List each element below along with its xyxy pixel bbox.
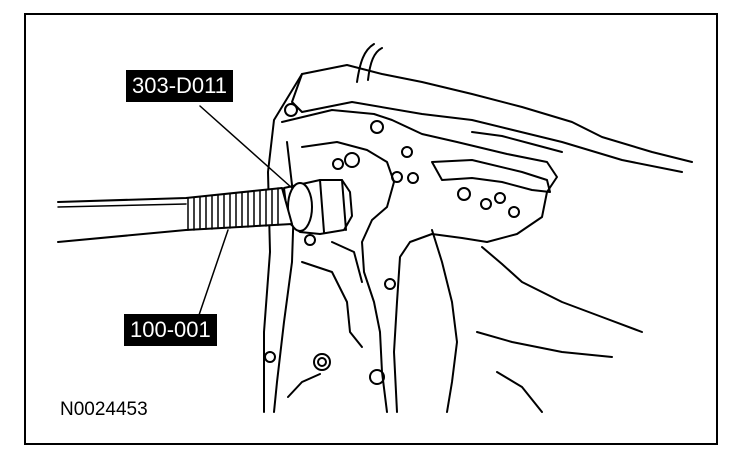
transmission-case-illustration: [57, 43, 693, 413]
socket-edge-2: [341, 179, 347, 231]
bolt-hole: [480, 198, 492, 210]
leader-line-top: [199, 105, 293, 189]
cavity-line-3: [287, 373, 321, 398]
bolt-hole: [370, 120, 384, 134]
illustration-frame: 303-D011 100-001 N0024453: [24, 13, 718, 445]
bolt-hole: [494, 192, 506, 204]
case-outline: [263, 64, 693, 413]
figure-id: N0024453: [60, 399, 148, 420]
extension-bar: [57, 187, 293, 243]
bolt-hole: [332, 158, 344, 170]
cavity-line-2: [331, 241, 363, 283]
case-channel-2: [471, 131, 563, 153]
bar-knurling: [187, 187, 279, 231]
case-channel: [431, 159, 551, 193]
bolt-hole: [344, 152, 360, 168]
bolt-hole-inner: [317, 357, 327, 367]
bolt-hole: [391, 171, 403, 183]
case-channel-5: [476, 331, 613, 358]
gasket-left-edge: [273, 141, 295, 413]
hose-line: [356, 43, 375, 83]
cavity-line: [301, 261, 363, 348]
case-channel-3: [431, 229, 458, 413]
socket-edge: [319, 179, 325, 233]
bolt-hole: [313, 353, 331, 371]
bolt-hole: [401, 146, 413, 158]
bolt-hole: [284, 103, 298, 117]
leader-line-bottom: [197, 229, 229, 319]
bolt-hole: [369, 369, 385, 385]
case-channel-4: [481, 246, 643, 333]
bolt-hole: [457, 187, 471, 201]
hose-line-2: [367, 47, 383, 81]
bolt-hole: [264, 351, 276, 363]
case-channel-6: [496, 371, 543, 413]
tool-callout-top: 303-D011: [126, 70, 233, 102]
bar-highlight: [57, 203, 187, 208]
bolt-hole: [508, 206, 520, 218]
bolt-hole: [304, 234, 316, 246]
bolt-hole: [384, 278, 396, 290]
bolt-hole: [407, 172, 419, 184]
case-outline-inner: [291, 73, 683, 173]
gasket-flange-inner: [301, 141, 395, 413]
tool-callout-bottom: 100-001: [124, 314, 217, 346]
gasket-flange: [281, 109, 558, 413]
